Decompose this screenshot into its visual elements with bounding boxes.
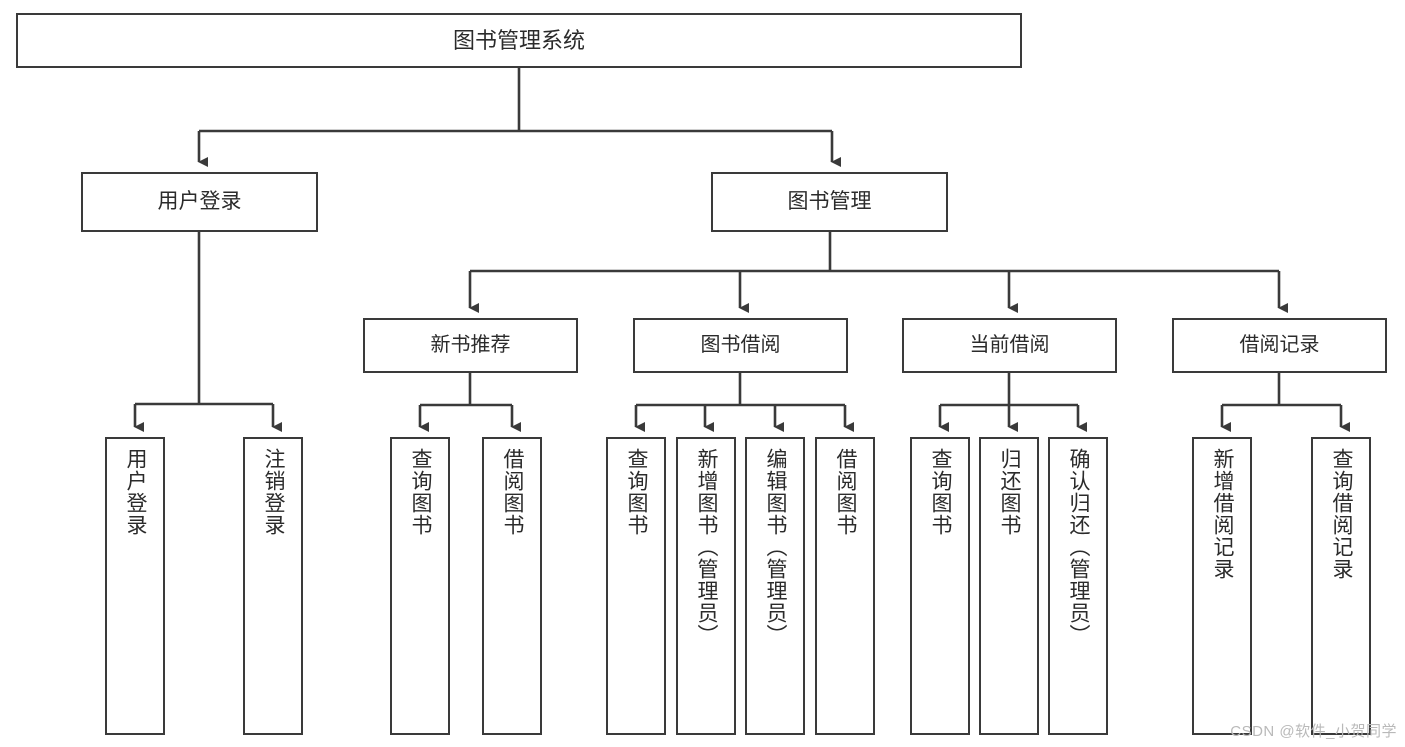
node-leaf-query-book-1-label: 查询图书 [409, 448, 433, 536]
node-leaf-edit-book-label: 编辑图书（管理员） [764, 448, 788, 646]
node-leaf-logout-login-label: 注销登录 [262, 448, 286, 536]
node-leaf-query-book-2[interactable]: 查询图书 [606, 437, 666, 735]
node-leaf-query-book-2-label: 查询图书 [625, 448, 649, 536]
node-book-manage[interactable]: 图书管理 [711, 172, 948, 232]
node-current-borrow-label: 当前借阅 [969, 333, 1050, 356]
node-user-login[interactable]: 用户登录 [81, 172, 318, 232]
node-book-borrow[interactable]: 图书借阅 [633, 318, 848, 373]
node-leaf-return-book[interactable]: 归还图书 [979, 437, 1039, 735]
node-leaf-query-record-label: 查询借阅记录 [1330, 448, 1354, 580]
node-borrow-record[interactable]: 借阅记录 [1172, 318, 1387, 373]
node-leaf-borrow-book-1-label: 借阅图书 [501, 448, 525, 536]
node-leaf-query-book-3-label: 查询图书 [929, 448, 953, 536]
node-leaf-user-login[interactable]: 用户登录 [105, 437, 165, 735]
node-leaf-logout-login[interactable]: 注销登录 [243, 437, 303, 735]
node-book-borrow-label: 图书借阅 [700, 333, 781, 356]
node-leaf-user-login-label: 用户登录 [124, 448, 148, 536]
csdn-watermark: CSDN @软件_小贺同学 [1230, 723, 1397, 740]
node-new-book-recommend-label: 新书推荐 [430, 333, 511, 356]
node-leaf-borrow-book-2-label: 借阅图书 [834, 448, 858, 536]
node-leaf-add-record-label: 新增借阅记录 [1211, 448, 1235, 580]
node-leaf-borrow-book-1[interactable]: 借阅图书 [482, 437, 542, 735]
node-leaf-query-book-3[interactable]: 查询图书 [910, 437, 970, 735]
node-leaf-add-book-label: 新增图书（管理员） [695, 448, 719, 646]
node-leaf-edit-book[interactable]: 编辑图书（管理员） [745, 437, 805, 735]
node-leaf-confirm-return[interactable]: 确认归还（管理员） [1048, 437, 1108, 735]
node-leaf-query-book-1[interactable]: 查询图书 [390, 437, 450, 735]
node-leaf-query-record[interactable]: 查询借阅记录 [1311, 437, 1371, 735]
node-book-manage-label: 图书管理 [787, 189, 872, 213]
node-leaf-add-book[interactable]: 新增图书（管理员） [676, 437, 736, 735]
node-new-book-recommend[interactable]: 新书推荐 [363, 318, 578, 373]
node-leaf-borrow-book-2[interactable]: 借阅图书 [815, 437, 875, 735]
node-leaf-confirm-return-label: 确认归还（管理员） [1067, 448, 1091, 646]
node-leaf-return-book-label: 归还图书 [998, 448, 1022, 536]
node-borrow-record-label: 借阅记录 [1239, 333, 1320, 356]
node-user-login-label: 用户登录 [157, 189, 242, 213]
node-root-label: 图书管理系统 [452, 27, 585, 53]
node-root[interactable]: 图书管理系统 [16, 13, 1022, 68]
node-leaf-add-record[interactable]: 新增借阅记录 [1192, 437, 1252, 735]
node-current-borrow[interactable]: 当前借阅 [902, 318, 1117, 373]
